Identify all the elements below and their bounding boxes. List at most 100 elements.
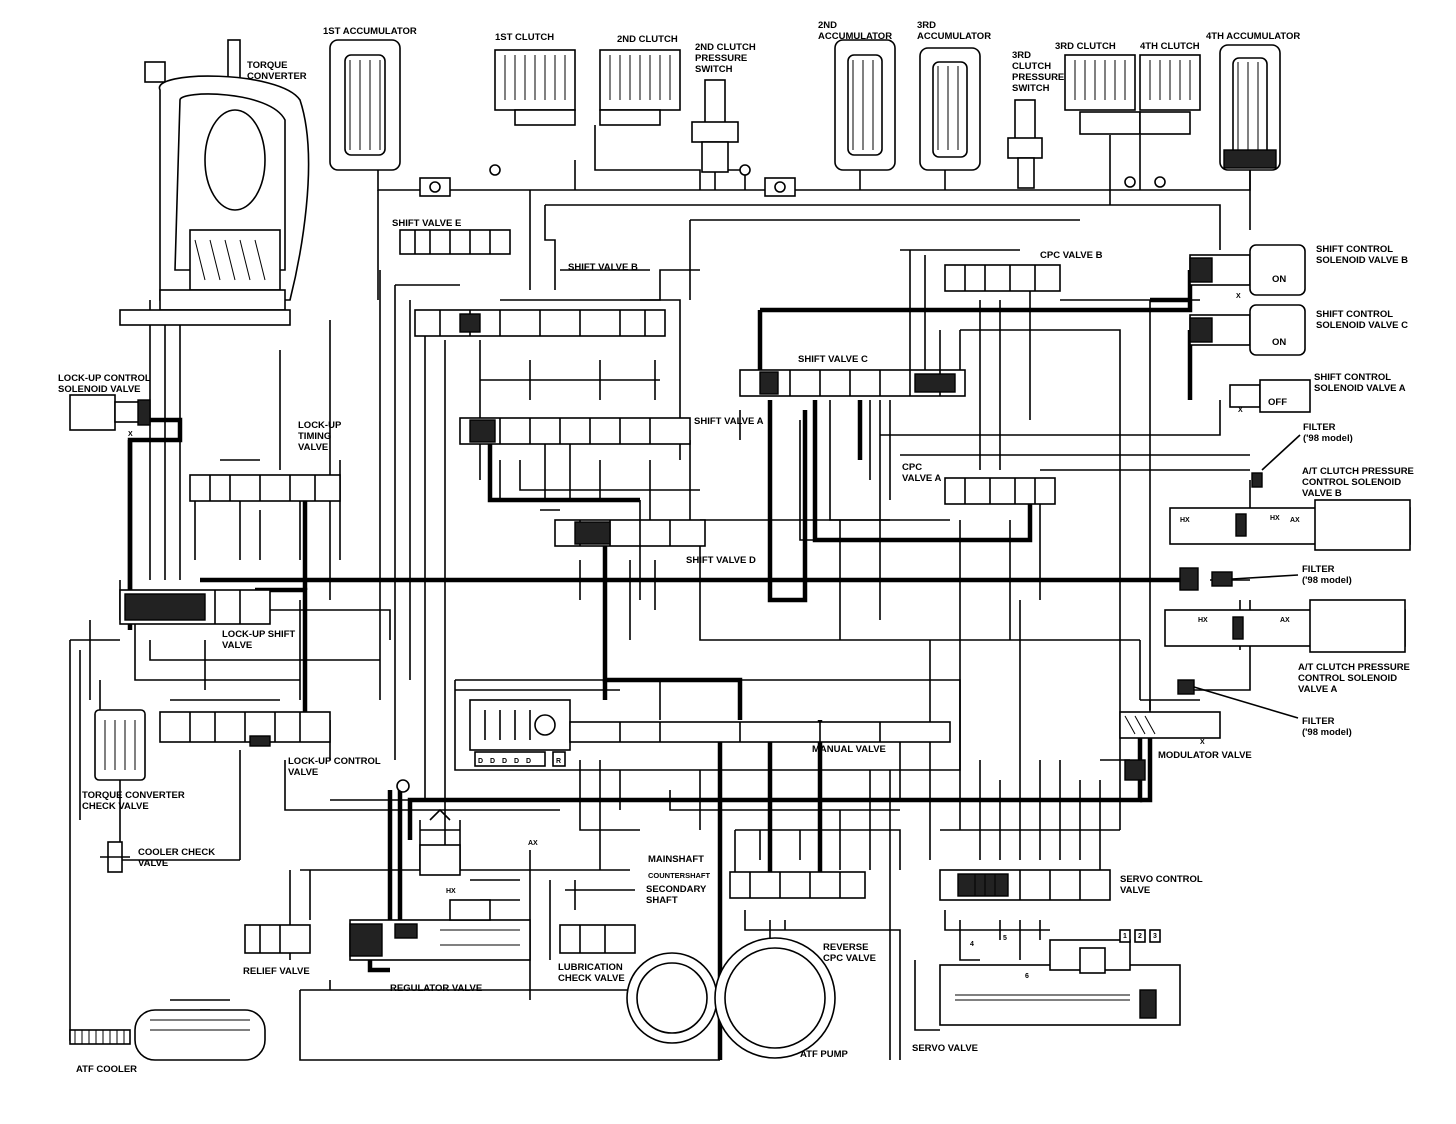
label-third-clutch: 3RD CLUTCH [1055, 41, 1116, 52]
shift-valve-e [399, 229, 511, 255]
hx-valve [419, 808, 461, 876]
top-rail-check-valves [419, 164, 1166, 197]
servo-control-valve [939, 869, 1111, 901]
port-ax-1: AX [1290, 517, 1300, 524]
lubrication-check-valve [559, 924, 636, 954]
torque-converter [119, 39, 310, 326]
label-modulator-valve: MODULATOR VALVE [1158, 750, 1252, 761]
detent-4: D [526, 758, 531, 765]
shift-valve-b [414, 309, 666, 337]
detent-3: D [514, 758, 519, 765]
servo-tag-6: 6 [1025, 973, 1029, 980]
shift-control-solenoid-b[interactable] [1189, 244, 1306, 296]
lockup-timing-valve [189, 474, 341, 502]
shift-valve-d [554, 519, 706, 547]
port-hx-2: HX [1270, 515, 1280, 522]
shift-valve-a [459, 417, 691, 445]
label-regulator-valve: REGULATOR VALVE [390, 983, 482, 994]
second-clutch [599, 49, 681, 126]
label-cpc-valve-b: CPC VALVE B [1040, 250, 1103, 261]
label-atf-cooler: ATF COOLER [76, 1064, 137, 1075]
servo-tag-1: 1 [1123, 933, 1127, 940]
port-ax-3: AX [528, 840, 538, 847]
label-servo-valve: SERVO VALVE [912, 1043, 978, 1054]
filter-top [1251, 434, 1301, 488]
label-fourth-clutch: 4TH CLUTCH [1140, 41, 1200, 52]
detent-1: D [490, 758, 495, 765]
port-codes: X X X X HX AX HX AX HX HX AX 1 2 3 4 5 6 [128, 293, 1300, 980]
label-filter-bottom: FILTER('98 model) [1302, 716, 1352, 738]
fourth-clutch [1139, 54, 1201, 135]
second-accumulator [834, 39, 896, 171]
label-countershaft: COUNTERSHAFT [648, 871, 710, 880]
solenoid-states: ON ON OFF [1268, 274, 1287, 408]
detent-5: R [556, 758, 561, 765]
label-first-clutch: 1ST CLUTCH [495, 32, 554, 43]
third-clutch-pressure-switch [1007, 99, 1043, 189]
label-shift-valve-b: SHIFT VALVE B [568, 262, 638, 273]
fourth-accumulator [1219, 44, 1281, 171]
lockup-control-solenoid[interactable] [69, 394, 151, 431]
cpc-valve-b [944, 264, 1061, 292]
solenoid-b-state: ON [1272, 274, 1286, 285]
detent-2: D [502, 758, 507, 765]
servo-tag-2: 2 [1138, 933, 1142, 940]
reverse-cpc-valve [729, 871, 866, 899]
solenoid-c-state: ON [1272, 337, 1286, 348]
shift-control-solenoid-c[interactable] [1189, 304, 1306, 356]
filter-bottom [1177, 679, 1299, 719]
torque-converter-check-valve [94, 709, 146, 781]
atf-cooler [69, 1009, 266, 1061]
port-hx-1: HX [1180, 517, 1190, 524]
servo-valve [939, 929, 1181, 1026]
cooler-check-valve [100, 841, 130, 873]
label-shift-valve-a: SHIFT VALVE A [694, 416, 764, 427]
label-mainshaft: MAINSHAFT [648, 854, 704, 865]
port-hx-3: HX [1198, 617, 1208, 624]
label-shift-valve-d: SHIFT VALVE D [686, 555, 756, 566]
atc-pressure-solenoid-a[interactable] [1164, 599, 1406, 653]
atc-pressure-solenoid-b[interactable] [1169, 499, 1411, 551]
detent-0: D [478, 758, 483, 765]
label-atf-pump: ATF PUMP [800, 1049, 849, 1060]
cpc-valve-a [944, 477, 1056, 505]
label-first-accumulator: 1ST ACCUMULATOR [323, 26, 417, 37]
modulator-valve [1119, 711, 1221, 781]
second-clutch-pressure-switch [691, 79, 739, 190]
port-ax-2: AX [1280, 617, 1290, 624]
shift-control-solenoid-a[interactable] [1229, 379, 1311, 413]
manual-valve[interactable] [469, 699, 951, 767]
label-filter-top: FILTER('98 model) [1303, 422, 1353, 444]
shift-valve-c [739, 369, 966, 397]
third-accumulator [919, 47, 981, 171]
label-shift-valve-c: SHIFT VALVE C [798, 354, 868, 365]
filter-mid [1179, 567, 1299, 591]
first-clutch [494, 49, 576, 126]
regulator-valve [349, 779, 531, 961]
label-manual-valve: MANUAL VALVE [812, 744, 886, 755]
lockup-shift-valve [119, 589, 271, 625]
label-shift-valve-e: SHIFT VALVE E [392, 218, 461, 229]
lockup-control-valve [159, 711, 331, 747]
servo-tag-3: 3 [1153, 933, 1157, 940]
label-second-clutch: 2ND CLUTCH [617, 34, 678, 45]
